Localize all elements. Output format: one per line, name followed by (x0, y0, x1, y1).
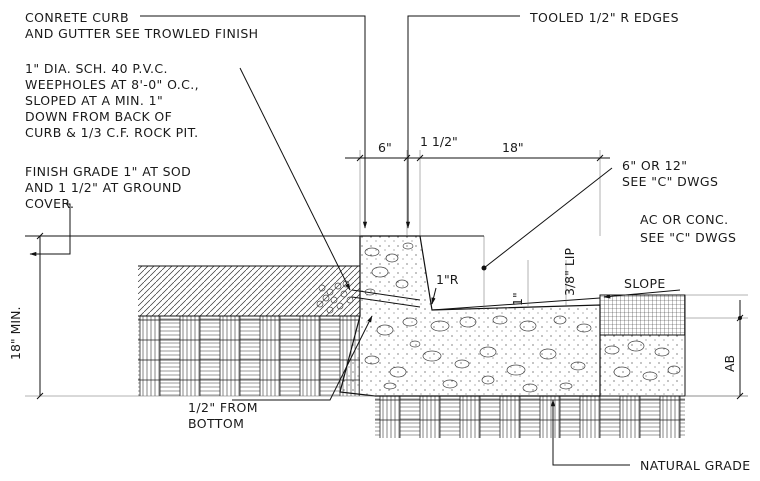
svg-text:1/2" FROM: 1/2" FROM (188, 400, 258, 415)
dim-6: 6" (378, 140, 392, 155)
svg-text:SLOPED AT A MIN. 1": SLOPED AT A MIN. 1" (25, 93, 163, 108)
subgrade-under-curb (375, 396, 685, 438)
note-edges: TOOLED 1/2" R EDGES (529, 10, 679, 25)
note-paving: AC OR CONC. SEE "C" DWGS (640, 212, 736, 245)
note-finish-grade: FINISH GRADE 1" AT SOD AND 1 1/2" AT GRO… (25, 164, 191, 211)
svg-text:COVER.: COVER. (25, 196, 74, 211)
dim-1-1-2: 1 1/2" (420, 134, 458, 149)
top-of-paving-line (685, 294, 748, 397)
svg-text:BOTTOM: BOTTOM (188, 416, 244, 431)
note-natural-grade: NATURAL GRADE (640, 458, 751, 473)
svg-text:AND 1 1/2" AT GROUND: AND 1 1/2" AT GROUND (25, 180, 182, 195)
dim-ab: AB (722, 355, 737, 372)
svg-text:AND GUTTER SEE TROWLED FINISH: AND GUTTER SEE TROWLED FINISH (25, 26, 258, 41)
sod-layer-hatch (138, 265, 360, 396)
note-curb-height: 6" OR 12" SEE "C" DWGS (622, 158, 718, 189)
svg-text:SLOPE: SLOPE (624, 276, 666, 291)
note-curb: CONRETE CURB AND GUTTER SEE TROWLED FINI… (25, 10, 258, 41)
vertical-18min-dim (36, 232, 44, 400)
dim-1: 1" (510, 292, 525, 306)
svg-text:SEE "C" DWGS: SEE "C" DWGS (640, 230, 736, 245)
note-slope: SLOPE (603, 276, 681, 299)
svg-text:FINISH GRADE 1" AT SOD: FINISH GRADE 1" AT SOD (25, 164, 191, 179)
svg-text:SEE "C" DWGS: SEE "C" DWGS (622, 174, 718, 189)
radius-leader (431, 287, 437, 305)
top-dimension-string (345, 150, 610, 236)
svg-text:WEEPHOLES AT 8'-0" O.C.,: WEEPHOLES AT 8'-0" O.C., (25, 77, 199, 92)
dim-18-min: 18" MIN. (8, 307, 23, 360)
ac-paving (599, 294, 686, 336)
aggregate-base (599, 334, 686, 397)
slope-line (431, 297, 601, 311)
svg-text:DOWN FROM BACK OF: DOWN FROM BACK OF (25, 109, 172, 124)
curb-height-dot (481, 265, 487, 271)
concrete-curb-body (339, 235, 601, 397)
ab-dim (736, 300, 744, 400)
svg-text:CONRETE CURB: CONRETE CURB (25, 10, 129, 25)
svg-text:CURB & 1/3 C.F. ROCK PIT.: CURB & 1/3 C.F. ROCK PIT. (25, 125, 199, 140)
leader-lines (29, 15, 630, 466)
svg-text:1" DIA. SCH. 40 P.V.C.: 1" DIA. SCH. 40 P.V.C. (25, 61, 168, 76)
note-from-bottom: 1/2" FROM BOTTOM (188, 400, 258, 431)
weephole-pipe (351, 289, 421, 308)
rock-pit (316, 280, 354, 314)
svg-text:6" OR 12": 6" OR 12" (622, 158, 687, 173)
dim-18: 18" (502, 140, 524, 155)
lip-dim (415, 235, 567, 310)
svg-text:AC OR CONC.: AC OR CONC. (640, 212, 729, 227)
note-weepholes: 1" DIA. SCH. 40 P.V.C. WEEPHOLES AT 8'-0… (25, 61, 199, 140)
dim-radius: 1"R (436, 272, 459, 287)
dim-lip: 3/8" LIP (562, 248, 577, 296)
